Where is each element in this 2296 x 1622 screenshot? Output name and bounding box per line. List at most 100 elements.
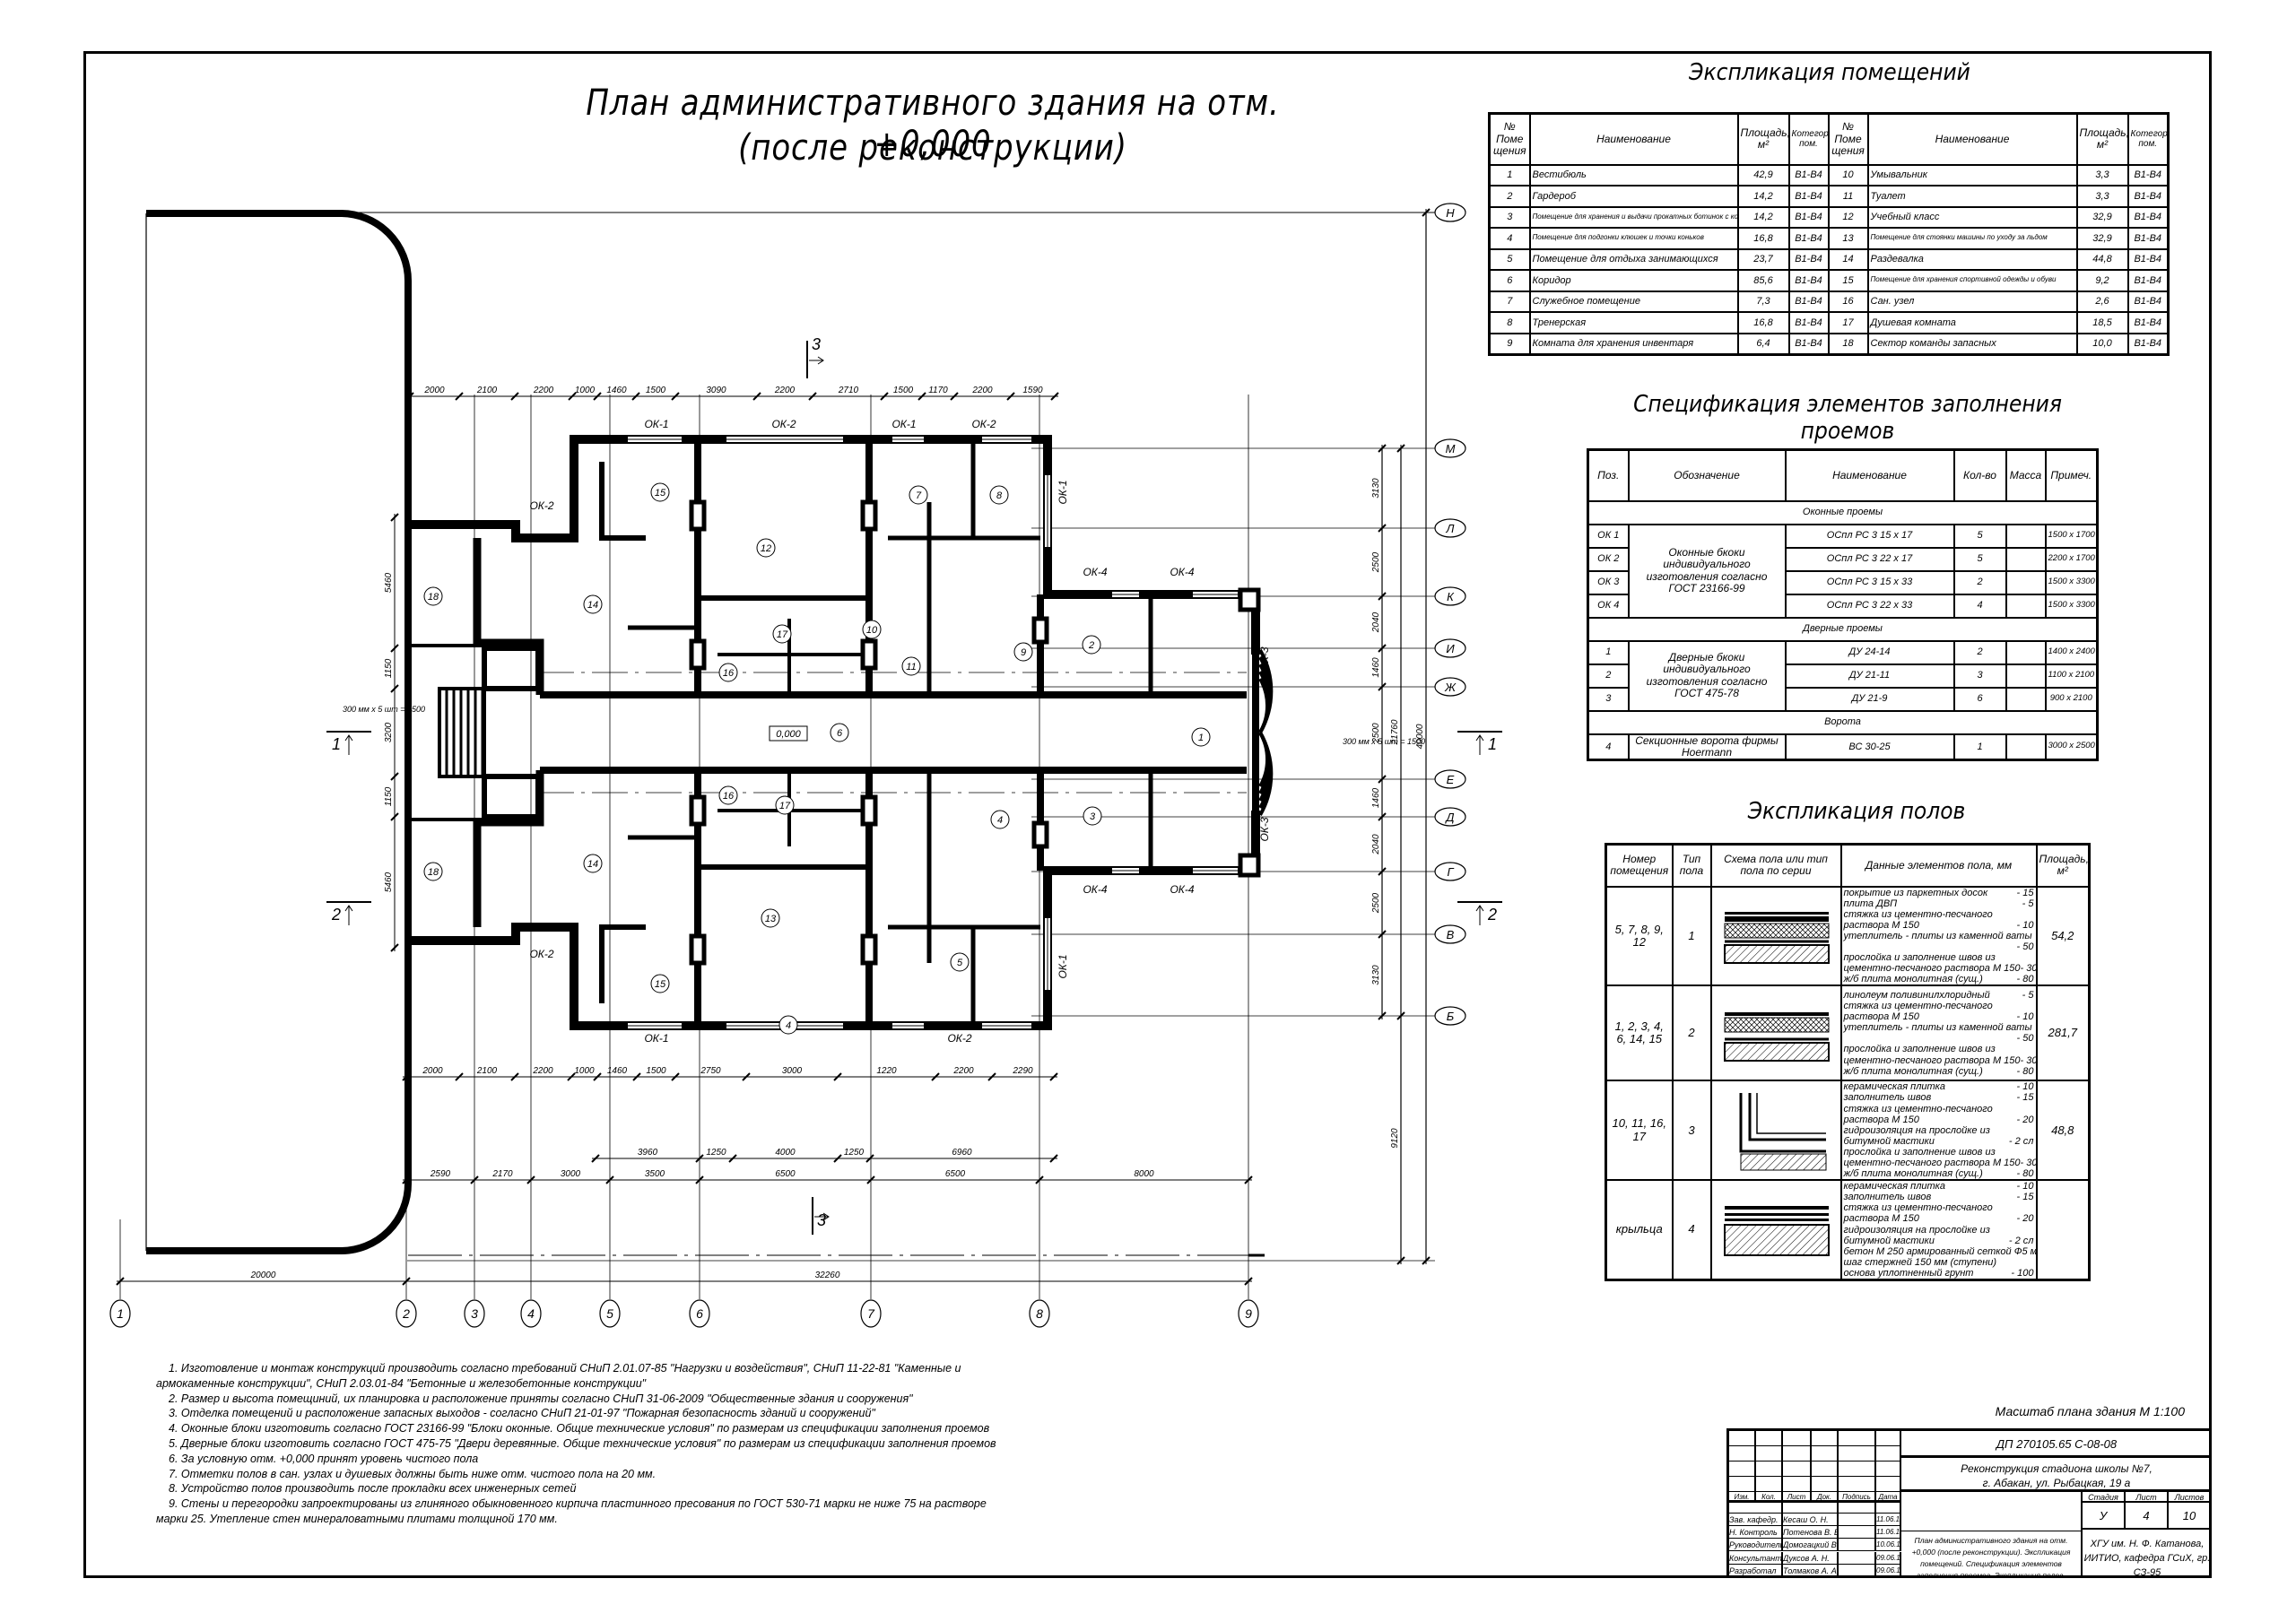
room-marker (650, 974, 670, 993)
room-number: 2 (1088, 640, 1094, 651)
axis-bubble (689, 1299, 710, 1328)
note-cell: 900 x 2100 (2044, 686, 2099, 712)
window-label: ОК-1 (1057, 954, 1069, 978)
room-area-cell: 3,3 (2075, 163, 2129, 186)
room-number-cell: 9 (1488, 332, 1531, 355)
revision-grid-cell (1783, 1446, 1812, 1462)
revision-grid-cell (1729, 1431, 1756, 1446)
axis-bubble (860, 1299, 882, 1328)
openings-table-title: Спецификация элементов заполнения проемо… (1633, 391, 2062, 445)
dimension-value: 5460 (384, 872, 394, 892)
name-cell: ДУ 21-11 (1784, 663, 1955, 689)
layer-name: цементно-песчаного раствора М 150 (1843, 1158, 2021, 1168)
wall (599, 924, 646, 1003)
dimension-value: 3960 (638, 1148, 658, 1158)
dimension-value: 5460 (384, 572, 394, 593)
dimension-value: 2750 (700, 1066, 721, 1076)
layer-name: заполнитель швов (1843, 1192, 1932, 1203)
axis-bubble (1434, 807, 1466, 827)
signer-role: Разработал (1729, 1564, 1783, 1577)
designation-cell: Оконные бкоки индивидуального изготовлен… (1627, 523, 1787, 619)
floor-type-cell: 4 (1671, 1179, 1712, 1281)
level-mark-box (769, 725, 808, 742)
room-name-cell: Сан. узел (1866, 290, 2078, 313)
layer-name: линолеум поливинилхлоридный (1843, 989, 1990, 1001)
sign-date: 09.06.14 (1876, 1551, 1901, 1565)
note-line: 9. Стены и перегородки запроектированы и… (169, 1497, 987, 1511)
room-name-cell: Душевая комната (1866, 311, 2078, 334)
section-label: Дверные проемы (1587, 616, 2099, 642)
room-number: 15 (655, 979, 666, 990)
layer-thickness: - 80 (2016, 1168, 2034, 1180)
quantity-cell: 5 (1952, 546, 2007, 572)
room-marker (775, 795, 795, 815)
quantity-cell: 2 (1952, 639, 2007, 665)
room-category-cell: В1-В4 (2126, 227, 2170, 250)
dimension-tick (405, 392, 414, 401)
column-pier (1031, 820, 1049, 849)
axis-bubble (109, 1299, 131, 1328)
dimension-tick (455, 1072, 464, 1081)
dimension-tick (591, 1154, 600, 1163)
dimension-tick (568, 392, 577, 401)
section-arrow (1475, 905, 1484, 925)
revision-grid-cell (1876, 1462, 1901, 1477)
dimension-value: 21760 (1390, 719, 1400, 745)
floor-layer: утеплитель - плиты из каменной ваты (1844, 931, 2034, 941)
signer-role: Консультант (1729, 1551, 1783, 1565)
step-arc (1258, 649, 1274, 733)
dimension-tick (833, 1072, 842, 1081)
layer-thickness: - 30 (2020, 1158, 2037, 1168)
dimension-value: 40000 (1415, 724, 1425, 749)
section-label: 3 (817, 1211, 826, 1229)
room-category-cell: В1-В4 (1787, 311, 1830, 334)
note-line: марки 25. Утепление стен минераловатными… (156, 1512, 558, 1525)
header-cell: Примеч. (2044, 448, 2099, 502)
floor-layer: основа уплотненный грунт- 100 (1844, 1268, 2034, 1279)
header-cell: Обозначение (1627, 448, 1787, 502)
header-cell: Номер помещения (1605, 843, 1674, 888)
room-area-cell: 10,0 (2075, 332, 2129, 355)
signature-cell (1839, 1514, 1876, 1526)
room-marker (989, 485, 1009, 505)
column-header: Лист (1783, 1492, 1812, 1503)
floor-layer: шаг стержней 150 мм (ступени) (1844, 1257, 2034, 1268)
room-category-cell: В1-В4 (1787, 332, 1830, 355)
axis-label: Д (1444, 811, 1454, 824)
dimension-tick (1378, 812, 1387, 821)
layer-name: цементно-песчаного раствора М 150 (1843, 963, 2021, 975)
floor-layer: заполнитель швов- 15 (1844, 1192, 2034, 1202)
dimension-tick (1378, 524, 1387, 533)
room-number-cell: 11 (1827, 185, 1869, 208)
axis-bubble (1434, 769, 1466, 789)
dimension-tick (390, 943, 399, 952)
dimension-value: 1000 (574, 1066, 595, 1076)
room-category-cell: В1-В4 (2126, 185, 2170, 208)
quantity-cell: 5 (1952, 523, 2007, 549)
column-pier (860, 933, 878, 966)
room-numbers-cell: 10, 11, 16, 17 (1605, 1080, 1674, 1182)
dimension-tick (808, 392, 817, 401)
room-category-cell: В1-В4 (2126, 311, 2170, 334)
floor-layer: ж/б плита монолитная (сущ.)- 80 (1844, 974, 2034, 984)
axis-bubble (464, 1299, 485, 1328)
dimension-value: 3500 (645, 1169, 665, 1179)
layer-thickness: - 10 (2016, 919, 2034, 931)
dimension-value: 2100 (476, 1066, 498, 1076)
floor-layer: ж/б плита монолитная (сущ.)- 80 (1844, 1066, 2034, 1077)
dimension-value: 2000 (422, 1066, 443, 1076)
revision-grid-cell (1729, 1446, 1756, 1462)
dimension-tick (390, 812, 399, 821)
header-num: № Поме щения (1827, 112, 1869, 166)
name-cell: ОСпл РС 3 15 x 17 (1784, 523, 1955, 549)
dimension-tick (1378, 775, 1387, 784)
axis-label: 3 (471, 1306, 478, 1321)
dimension-tick (593, 392, 602, 401)
room-number-cell: 5 (1488, 247, 1531, 271)
floor-layer: прослойка и заполнение швов из (1844, 952, 2034, 963)
